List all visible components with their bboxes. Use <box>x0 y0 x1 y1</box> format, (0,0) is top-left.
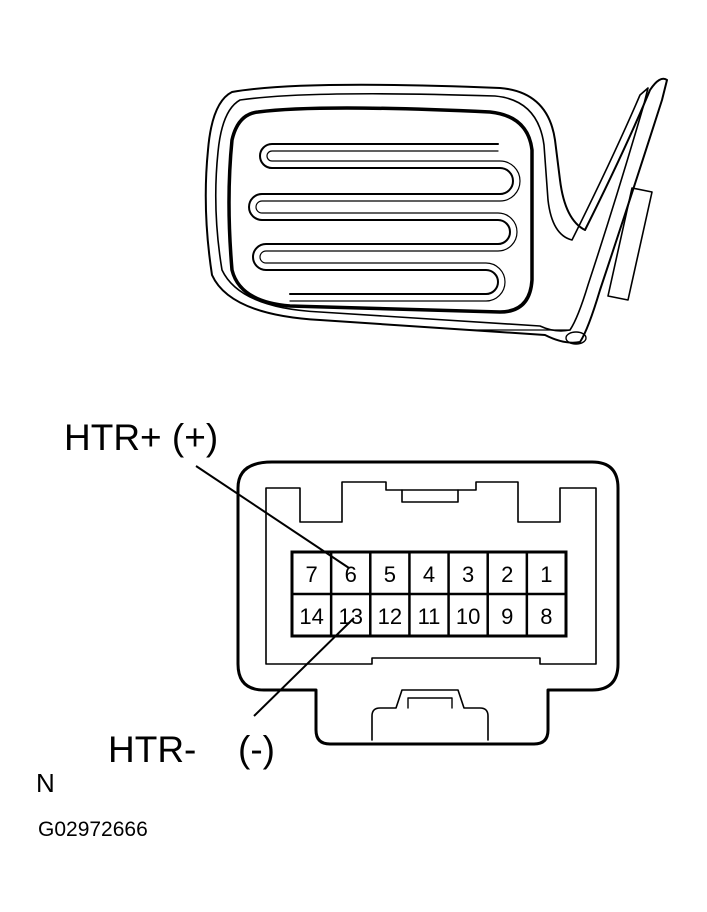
pin-14-label: 14 <box>299 604 323 629</box>
pin-2-label: 2 <box>501 562 513 587</box>
pin-3-label: 3 <box>462 562 474 587</box>
mirror-illustration <box>204 77 668 345</box>
mirror-glass <box>227 106 534 314</box>
mirror-housing-inner <box>214 87 649 332</box>
htr-minus-label: HTR- <box>108 729 196 770</box>
pin-7-label: 7 <box>305 562 317 587</box>
pin-11-label: 11 <box>418 604 441 629</box>
pin-9-label: 9 <box>501 604 513 629</box>
connector-body <box>236 460 620 746</box>
pin-5-label: 5 <box>384 562 396 587</box>
mirror-mount <box>607 187 653 301</box>
pin-4-label: 4 <box>423 562 435 587</box>
figure-code: G02972666 <box>38 818 148 841</box>
connector-bottom-latch-inner <box>407 697 453 709</box>
mirror-housing-outer <box>204 77 668 344</box>
heater-wire <box>248 143 514 295</box>
htr-minus-sign-label: (-) <box>238 729 275 770</box>
pin-12-label: 12 <box>378 604 402 629</box>
pin-8-label: 8 <box>540 604 552 629</box>
heater-wire-edge <box>255 150 521 302</box>
htr-plus-leader <box>195 465 350 569</box>
orientation-label: N <box>36 768 55 798</box>
htr-plus-label: HTR+ (+) <box>64 417 218 458</box>
connector-top-latch <box>401 489 459 503</box>
pin-13-label: 13 <box>338 604 362 629</box>
htr-minus-leader <box>253 617 355 717</box>
pin-1-label: 1 <box>540 562 552 587</box>
pin-10-label: 10 <box>456 604 480 629</box>
connector-bottom-latch <box>371 689 489 741</box>
connector-inner-outline <box>265 481 597 665</box>
mirror-pivot <box>565 331 587 345</box>
